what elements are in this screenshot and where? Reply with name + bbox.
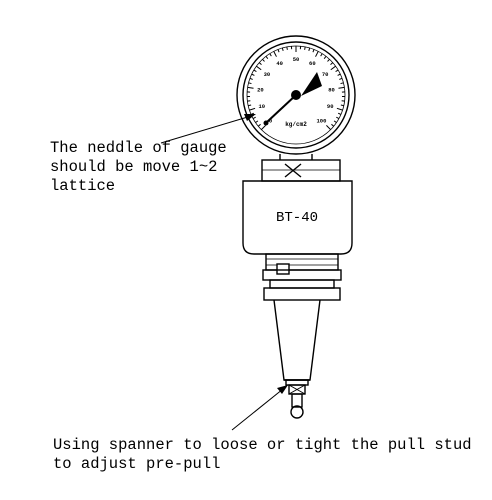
taper-shank [273,299,321,381]
gauge-tick [315,51,319,57]
gauge-tick [251,73,255,76]
gauge-tick [269,53,272,57]
gauge-tick [337,73,341,76]
pull-stud-note-leader [231,385,288,431]
gauge-scale-label: 70 [322,71,329,78]
gauge-tick [327,58,330,62]
pull-stud-note: Using spanner to loose or tight the pull… [53,436,472,474]
gauge-scale-label: 30 [264,71,271,78]
gauge-tick [330,62,334,65]
gauge-outer-ring [236,35,356,155]
gauge-needle-hub [291,90,301,100]
gauge-tick [340,82,344,85]
gauge-scale-label: 50 [293,56,300,63]
gauge-tick [256,65,262,71]
gauge-tick [248,104,252,107]
holder-flange [262,253,342,301]
gauge-tick [320,53,323,57]
pull-stud-note-line-1: Using spanner to loose or tight the pull… [53,436,472,454]
gauge-tick [262,58,265,62]
gauge-tick [336,116,340,120]
gauge-tick [273,51,277,57]
gauge-tick [286,46,288,50]
gauge-tick [257,123,261,127]
gauge-note-leader [160,114,256,144]
gauge-tick [265,55,269,59]
holder-body [242,180,353,255]
gauge-tick [338,112,342,115]
gauge-scale-label: 60 [309,60,316,67]
gauge-tick [258,62,262,65]
gauge-tick [339,77,343,80]
gauge-tick [338,86,345,89]
gauge-tick [281,47,284,51]
gauge-scale-label: 10 [258,103,265,110]
gauge-scale-label: 0 [269,117,272,124]
gauge-tick [323,55,327,59]
gauge-scale-label: 20 [257,86,264,93]
gauge-scale-label: 80 [328,86,335,93]
pressure-gauge [236,35,356,155]
pull-stud [285,379,309,419]
hex-nut [261,159,341,182]
gauge-tick [312,49,315,53]
gauge-scale-label: 40 [276,60,283,67]
gauge-tick [340,104,344,107]
gauge-note-line-3: lattice [50,177,116,195]
gauge-tick [333,120,337,123]
gauge-tick [252,116,256,120]
gauge-tick [247,86,254,89]
gauge-note-line-2: should be move 1~2 [50,158,218,176]
gauge-tick [248,82,252,85]
gauge-tick [330,65,336,71]
gauge-needle [263,72,322,126]
gauge-tick [336,107,343,111]
gauge-tick-marks [247,46,345,131]
gauge-note-line-1: The neddle of gauge [50,139,227,157]
gauge-tick [335,69,339,73]
gauge-tick [304,46,306,50]
gauge-tick [308,47,311,51]
pull-stud-note-line-2: to adjust pre-pull [53,455,221,473]
gauge-note: The neddle of gauge should be move 1~2 l… [50,139,227,196]
gauge-tick [331,123,335,127]
gauge-tick [255,120,259,123]
gauge-tick [277,49,280,53]
gauge-tick [249,107,256,111]
gauge-inner-ring [242,41,350,149]
gauge-tick [253,69,257,73]
gauge-stem [279,154,313,160]
gauge-scale-label: 90 [327,103,334,110]
gauge-tick [260,125,266,131]
gauge-scale-label: 100 [317,117,327,124]
holder-model-label: BT-40 [276,210,318,226]
gauge-unit-label: kg/cm2 [285,121,307,128]
gauge-tick [249,77,253,80]
gauge-tick [326,125,332,131]
